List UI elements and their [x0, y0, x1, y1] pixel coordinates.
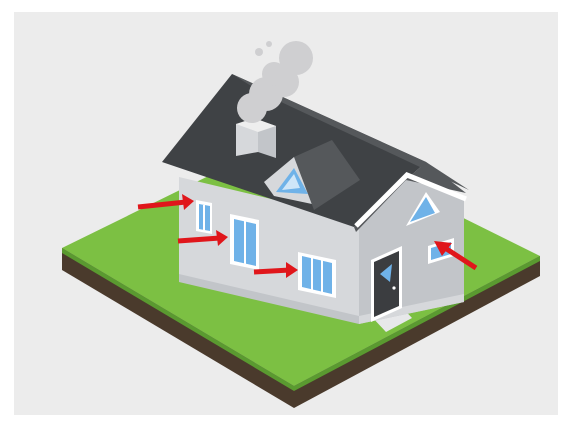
house-illustration [14, 12, 558, 415]
window-upper-left [196, 200, 212, 234]
illustration-frame [14, 12, 558, 415]
window-middle-left [230, 214, 259, 270]
chimney [236, 118, 276, 158]
window-front-lower [298, 252, 336, 298]
